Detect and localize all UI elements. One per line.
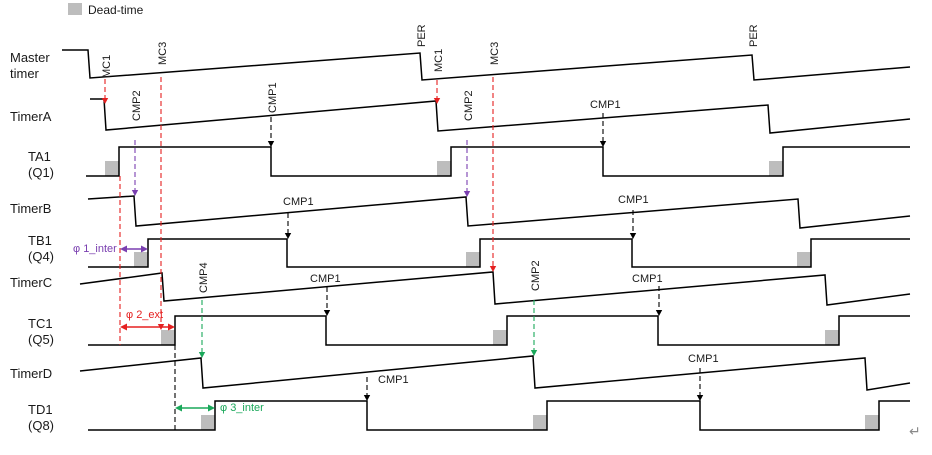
label-tb1: TB1 — [28, 233, 52, 248]
dead-time-blocks — [105, 161, 879, 430]
label-timer-b: TimerB — [10, 201, 51, 216]
cmp2-label-2: CMP2 — [463, 90, 475, 121]
phi2-arrow-head-right — [168, 323, 175, 331]
dead-time-swatch — [68, 3, 82, 15]
cmp1-arrow-c1-head — [323, 310, 331, 316]
dead-time-td1-1 — [201, 415, 215, 430]
mc1-label-2: MC1 — [433, 49, 445, 72]
cmp1-label-a2: CMP1 — [590, 99, 621, 111]
timer-b-wave — [87, 195, 911, 229]
dead-time-tc1-2 — [493, 330, 507, 345]
phi1-arrow-head-right — [141, 245, 148, 253]
cmp1-arrow-b2-head — [629, 233, 637, 239]
cmp1-arrow-d2-head — [696, 395, 704, 401]
td1-wave — [88, 400, 910, 431]
label-timer-d: TimerD — [10, 366, 52, 381]
dead-time-td1-3 — [865, 415, 879, 430]
mc1-label-1: MC1 — [101, 55, 113, 78]
dead-time-tc1-3 — [825, 330, 839, 345]
timer-a-wave — [90, 98, 911, 134]
cmp1-arrow-a1-head — [267, 141, 275, 147]
event-arrows — [101, 77, 704, 432]
cmp2-label-c: CMP2 — [530, 260, 542, 291]
label-master-timer: Master — [10, 50, 50, 65]
label-timer-a: TimerA — [10, 109, 52, 124]
dead-time-tc1-1 — [161, 330, 175, 345]
dead-time-ta1-2 — [437, 161, 451, 176]
cmp1-arrow-b1-head — [284, 233, 292, 239]
phi3-arrow-head-right — [208, 404, 215, 412]
ta1-wave — [86, 146, 910, 177]
cmp2-label-1: CMP2 — [131, 90, 143, 121]
label-ta1: (Q1) — [28, 165, 54, 180]
mc3-arrow-2-head — [489, 266, 497, 272]
dead-time-ta1-3 — [769, 161, 783, 176]
return-icon: ↵ — [909, 424, 921, 440]
cmp1-label-a1: CMP1 — [267, 82, 279, 113]
master-timer-wave — [62, 49, 911, 81]
cmp1-label-c1: CMP1 — [310, 273, 341, 285]
cmp2-arrow-2-head — [463, 191, 471, 197]
per-label-1: PER — [416, 24, 428, 47]
dead-time-tb1-1 — [134, 252, 148, 267]
dead-time-ta1-1 — [105, 161, 119, 176]
phi2-arrow-head-left — [120, 323, 127, 331]
cmp1-label-d2: CMP1 — [688, 353, 719, 365]
cmp1-arrow-c2-head — [655, 310, 663, 316]
mc1-arrow-1-head — [101, 98, 109, 104]
phi1-label: φ 1_inter — [73, 243, 117, 255]
mc3-label-2: MC3 — [489, 42, 501, 65]
dead-time-tb1-2 — [466, 252, 480, 267]
phi3-label: φ 3_inter — [220, 402, 264, 414]
dead-time-tb1-3 — [797, 252, 811, 267]
timer-d-wave — [79, 355, 911, 391]
tb1-wave — [88, 238, 910, 268]
phi2-label: φ 2_ext — [126, 309, 163, 321]
cmp1-arrow-a2-head — [599, 141, 607, 147]
mc3-label-1: MC3 — [157, 42, 169, 65]
cmp4-arrow-head — [198, 352, 206, 358]
phi1-arrow-head-left — [120, 245, 127, 253]
label-tb1: (Q4) — [28, 249, 54, 264]
waveforms — [62, 49, 911, 431]
label-ta1: TA1 — [28, 149, 51, 164]
cmp4-label: CMP4 — [198, 262, 210, 293]
cmp2-arrow-c-head — [530, 350, 538, 356]
timer-c-wave — [79, 271, 911, 306]
cmp2-arrow-1-head — [131, 190, 139, 196]
dead-time-td1-2 — [533, 415, 547, 430]
label-tc1: (Q5) — [28, 332, 54, 347]
label-td1: (Q8) — [28, 418, 54, 433]
phi3-arrow-head-left — [175, 404, 182, 412]
cmp1-label-b2: CMP1 — [618, 194, 649, 206]
cmp1-label-d1: CMP1 — [378, 374, 409, 386]
legend: Dead-time — [68, 3, 144, 17]
mc1-arrow-2-head — [433, 98, 441, 104]
per-label-2: PER — [748, 24, 760, 47]
cmp1-label-b1: CMP1 — [283, 196, 314, 208]
label-timer-c: TimerC — [10, 275, 52, 290]
legend-label: Dead-time — [88, 3, 144, 17]
label-td1: TD1 — [28, 402, 53, 417]
label-tc1: TC1 — [28, 316, 53, 331]
cmp1-arrow-d1-head — [363, 395, 371, 401]
cmp1-label-c2: CMP1 — [632, 273, 663, 285]
tc1-wave — [88, 315, 910, 346]
label-master-timer: timer — [10, 66, 40, 81]
